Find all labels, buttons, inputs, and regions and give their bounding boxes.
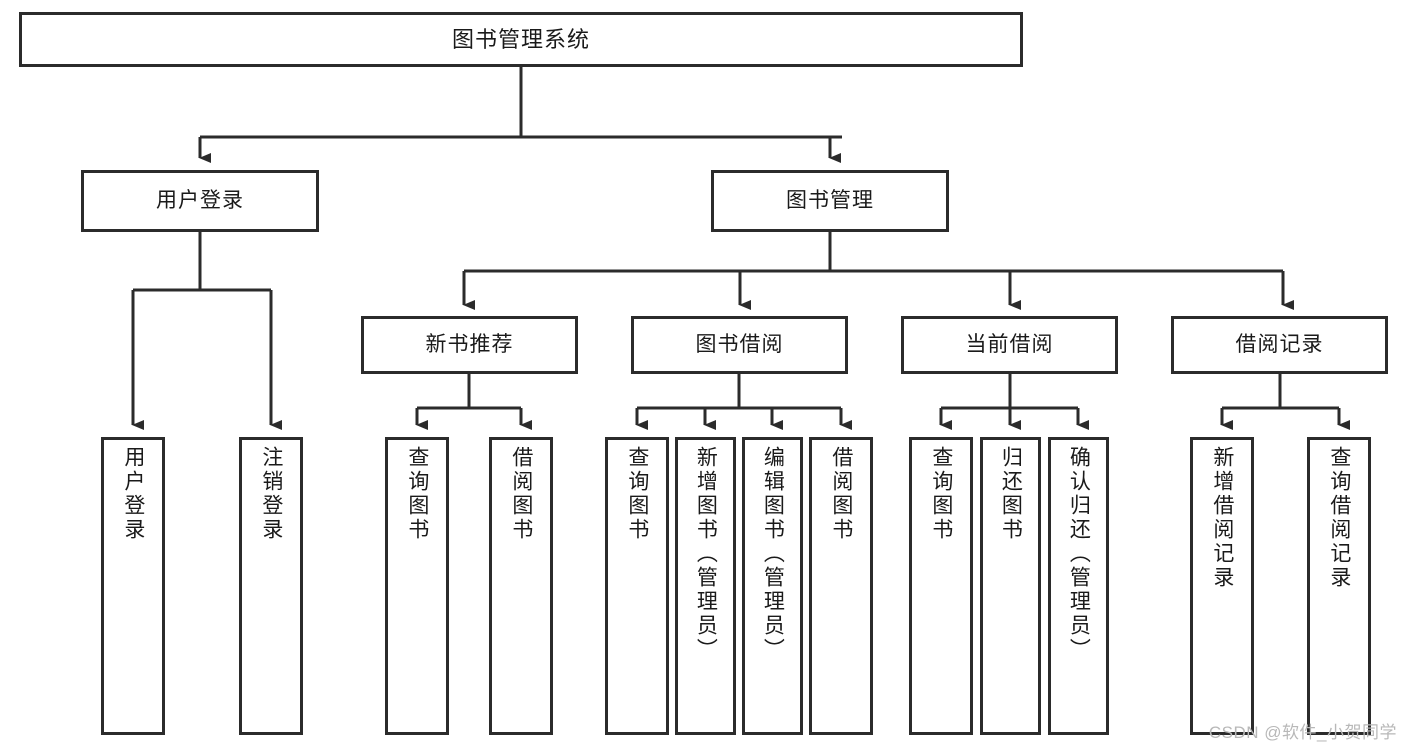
node-leaf-add-book-label: 新增图书（管理员） <box>694 446 718 662</box>
node-leaf-query-book-2[interactable]: 查询图书 <box>605 437 669 735</box>
node-user-login-label: 用户登录 <box>156 188 244 212</box>
node-leaf-return-book[interactable]: 归还图书 <box>980 437 1041 735</box>
node-leaf-query-record-label: 查询借阅记录 <box>1327 446 1351 590</box>
node-leaf-return-book-label: 归还图书 <box>999 446 1023 542</box>
node-leaf-borrow-book-2[interactable]: 借阅图书 <box>809 437 873 735</box>
node-leaf-edit-book-label: 编辑图书（管理员） <box>761 446 785 662</box>
node-user-login[interactable]: 用户登录 <box>81 170 319 232</box>
node-book-management[interactable]: 图书管理 <box>711 170 949 232</box>
node-leaf-add-book[interactable]: 新增图书（管理员） <box>675 437 736 735</box>
node-book-borrow[interactable]: 图书借阅 <box>631 316 848 374</box>
node-leaf-confirm-return-label: 确认归还（管理员） <box>1067 446 1091 662</box>
node-root[interactable]: 图书管理系统 <box>19 12 1023 67</box>
node-new-book-recommend-label: 新书推荐 <box>425 332 514 356</box>
node-borrow-record-label: 借阅记录 <box>1235 332 1324 356</box>
node-leaf-borrow-book-1-label: 借阅图书 <box>509 446 533 542</box>
node-leaf-add-record[interactable]: 新增借阅记录 <box>1190 437 1254 735</box>
node-leaf-query-book-1-label: 查询图书 <box>405 446 429 542</box>
node-leaf-confirm-return[interactable]: 确认归还（管理员） <box>1048 437 1109 735</box>
node-borrow-record[interactable]: 借阅记录 <box>1171 316 1388 374</box>
node-leaf-add-record-label: 新增借阅记录 <box>1210 446 1234 590</box>
watermark: CSDN @软件_小贺同学 <box>1208 723 1397 742</box>
node-leaf-user-login[interactable]: 用户登录 <box>101 437 165 735</box>
node-leaf-query-book-3[interactable]: 查询图书 <box>909 437 973 735</box>
node-leaf-borrow-book-1[interactable]: 借阅图书 <box>489 437 553 735</box>
node-book-borrow-label: 图书借阅 <box>695 332 784 356</box>
node-leaf-query-record[interactable]: 查询借阅记录 <box>1307 437 1371 735</box>
node-current-borrow-label: 当前借阅 <box>965 332 1054 356</box>
node-root-label: 图书管理系统 <box>451 26 590 52</box>
node-new-book-recommend[interactable]: 新书推荐 <box>361 316 578 374</box>
node-leaf-logout-login[interactable]: 注销登录 <box>239 437 303 735</box>
node-leaf-logout-login-label: 注销登录 <box>259 446 283 542</box>
node-leaf-borrow-book-2-label: 借阅图书 <box>829 446 853 542</box>
node-leaf-user-login-label: 用户登录 <box>121 446 145 542</box>
node-leaf-query-book-3-label: 查询图书 <box>929 446 953 542</box>
node-leaf-query-book-1[interactable]: 查询图书 <box>385 437 449 735</box>
node-leaf-edit-book[interactable]: 编辑图书（管理员） <box>742 437 803 735</box>
node-current-borrow[interactable]: 当前借阅 <box>901 316 1118 374</box>
node-book-management-label: 图书管理 <box>786 188 874 212</box>
node-leaf-query-book-2-label: 查询图书 <box>625 446 649 542</box>
